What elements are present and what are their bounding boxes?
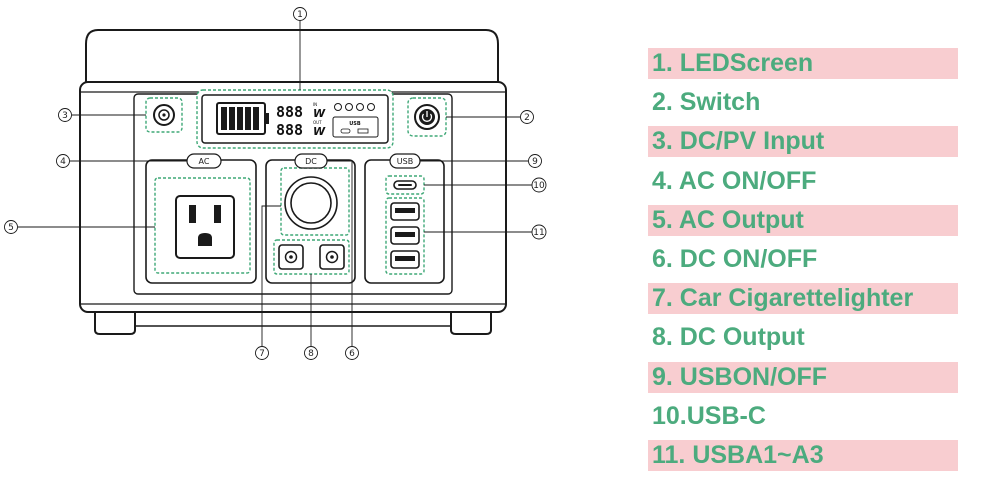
callout-markers: 1 2 3 4 5 6 7 8 9 10 11 [4,7,547,360]
screen-output-unit: W [313,125,326,138]
callout-5: 5 [4,220,18,234]
ac-outlet [175,195,235,259]
callout-9: 9 [528,154,542,168]
callout-6: 6 [345,346,359,360]
legend-item-switch: 2. Switch [652,88,761,117]
usb-button: USB [389,153,421,169]
screen-in-label: IN [313,102,317,107]
dc-button-label: DC [305,157,317,166]
callout-4-label: 4 [60,157,66,167]
screen-output-digits: 888 [276,121,303,139]
callout-7-label: 7 [259,349,265,359]
screen-input-unit: W [313,107,326,120]
legend-item-dc-output: 8. DC Output [652,323,805,352]
callout-2-label: 2 [524,113,530,123]
usb-button-label: USB [397,157,413,166]
leader-lines [18,21,532,346]
dc-pv-input-port [145,97,183,133]
screen-status-icons [334,103,375,111]
callout-3: 3 [58,108,72,122]
legend-item-usb-a: 11. USBA1~A3 [648,439,958,471]
led-screen: 888 888 IN OUT W W USB [196,89,394,149]
legend-item-ac-on-off: 4. AC ON/OFF [652,166,817,195]
screen-input-digits: 888 [276,103,303,121]
dc-button: DC [294,153,328,169]
legend-item-dc-pv-input: 3. DC/PV Input [648,126,958,158]
car-cigarette-lighter-socket [284,176,338,230]
legend-item-car-cigarette-lighter: 7. Car Cigarettelighter [648,283,958,315]
callout-6-label: 6 [349,349,355,359]
power-station-diagram: 888 888 IN OUT W W USB [4,7,547,360]
ac-button-label: AC [199,157,210,166]
ac-button: AC [186,153,222,169]
callout-10: 10 [531,177,547,193]
callout-8-label: 8 [308,349,314,359]
power-switch [407,97,447,137]
usb-a-ports [390,202,420,269]
legend-item-led-screen: 1. LEDScreen [648,48,958,79]
dc-output-ports [278,244,345,270]
legend-item-ac-output: 5. AC Output [648,204,958,236]
callout-1: 1 [293,7,307,21]
legend-item-usb-on-off: 9. USBON/OFF [648,361,958,393]
screen-out-label: OUT [313,120,322,125]
legend-item-usb-c: 10.USB-C [652,401,766,430]
callout-10-label: 10 [533,181,545,191]
ac-section [145,159,257,284]
callout-5-label: 5 [8,223,14,233]
screen-usb-indicator: USB [332,116,379,138]
callout-7: 7 [255,346,269,360]
callout-8: 8 [304,346,318,360]
usb-c-port [393,180,417,190]
callout-2: 2 [520,110,534,124]
callout-9-label: 9 [532,157,538,167]
component-legend: 1. LEDScreen 2. Switch 3. DC/PV Input 4.… [648,48,958,479]
callout-4: 4 [56,154,70,168]
legend-item-dc-on-off: 6. DC ON/OFF [652,244,818,273]
callout-1-label: 1 [297,10,303,20]
callout-11-label: 11 [533,228,544,238]
battery-icon [216,102,269,135]
dc-section [265,159,356,284]
callout-3-label: 3 [62,111,68,121]
screen-usb-label: USB [349,121,361,127]
callout-11: 11 [531,224,547,240]
usb-section [364,159,445,284]
